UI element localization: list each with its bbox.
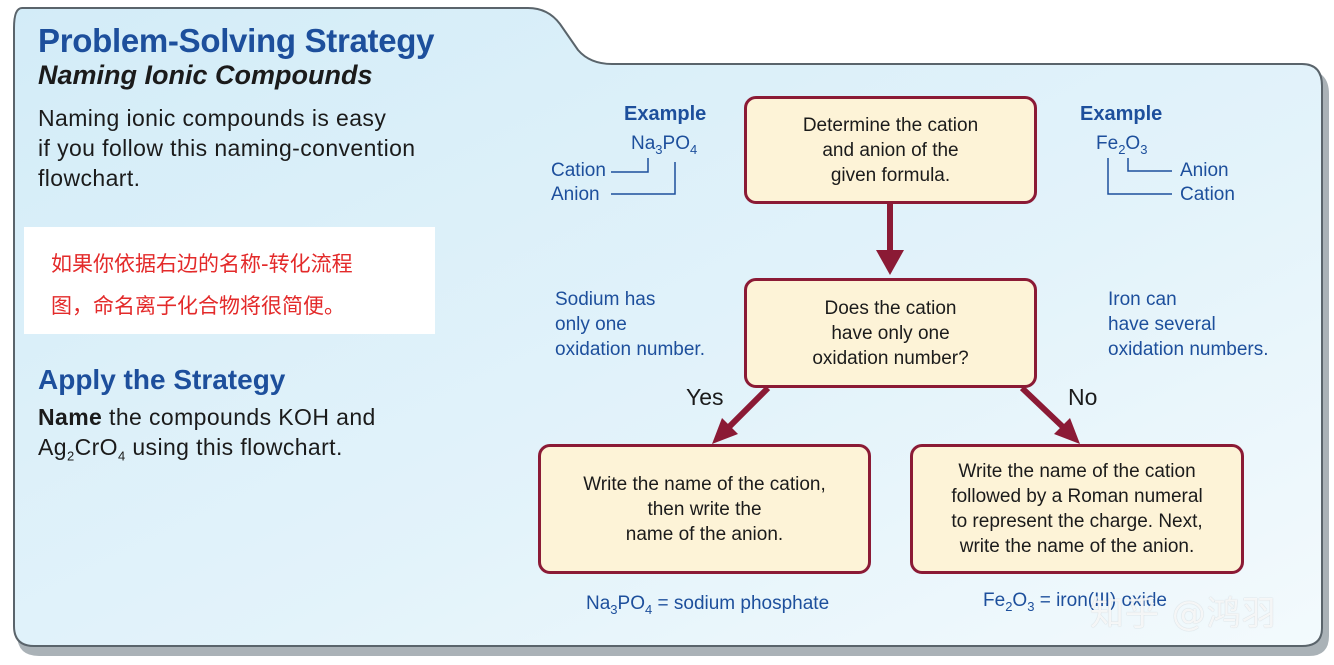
left-cation-bracket <box>611 158 649 173</box>
apply-sub: 4 <box>117 448 126 464</box>
box-line: Write the name of the cation, <box>583 473 826 495</box>
arrow-no <box>1019 385 1080 444</box>
right-example-formula: Fe2O3 <box>1096 133 1147 157</box>
box-line: to represent the charge. Next, <box>951 511 1203 532</box>
formula-part: = sodium phosphate <box>652 593 830 614</box>
apply-cro: CrO <box>74 434 118 460</box>
formula-part: Fe <box>1096 133 1119 154</box>
box-determine-cation-anion: Determine the cation and anion of the gi… <box>744 96 1037 204</box>
intro-text: Naming ionic compounds is easy if you fo… <box>38 103 415 193</box>
right-example-note: Iron can have several oxidation numbers. <box>1108 287 1269 362</box>
right-cation-label: Cation <box>1180 184 1235 205</box>
formula-part: Na <box>586 593 611 614</box>
note-line: only one <box>555 314 627 335</box>
note-line: oxidation numbers. <box>1108 339 1269 360</box>
formula-part: PO <box>617 593 645 614</box>
box-line: then write the <box>647 498 762 520</box>
formula-sub: 4 <box>689 141 698 157</box>
strategy-title: Problem-Solving Strategy <box>38 22 435 59</box>
right-cation-bracket <box>1107 158 1172 195</box>
formula-sub: 3 <box>655 141 663 157</box>
formula-part: = iron(III) oxide <box>1034 590 1167 611</box>
formula-part: PO <box>662 133 690 154</box>
left-example-result: Na3PO4 = sodium phosphate <box>586 593 829 617</box>
intro-line: Naming ionic compounds is easy <box>38 105 387 131</box>
box-line: oxidation number? <box>812 347 969 369</box>
apply-body: Name the compounds KOH and Ag2CrO4 using… <box>38 402 376 472</box>
apply-sub: 2 <box>66 448 75 464</box>
box-line: Determine the cation <box>802 114 979 136</box>
right-example-result: Fe2O3 = iron(III) oxide <box>983 590 1167 614</box>
box-no-result: Write the name of the cation followed by… <box>910 444 1244 574</box>
formula-sub: 4 <box>644 601 653 617</box>
formula-sub: 3 <box>1140 141 1148 157</box>
translation-note: 如果你依据右边的名称-转化流程 图，命名离子化合物将很简便。 <box>24 227 435 334</box>
intro-line: if you follow this naming-convention <box>38 135 416 161</box>
right-anion-label: Anion <box>1180 160 1229 181</box>
box-line: Write the name of the cation <box>958 461 1196 482</box>
box-line: given formula. <box>830 164 951 186</box>
formula-sub: 2 <box>1005 598 1013 614</box>
left-cation-label: Cation <box>551 160 606 181</box>
left-anion-label: Anion <box>551 184 600 205</box>
box-oxidation-question: Does the cation have only one oxidation … <box>744 278 1037 388</box>
formula-part: Na <box>631 133 656 154</box>
note-line: Sodium has <box>555 289 656 310</box>
apply-line2: using this flowchart. <box>125 434 343 460</box>
right-anion-bracket <box>1127 158 1172 172</box>
arrow-down <box>876 204 904 275</box>
note-line: 图，命名离子化合物将很简便。 <box>51 294 345 318</box>
left-example-label: Example <box>624 103 707 125</box>
box-line: write the name of the anion. <box>959 536 1195 557</box>
formula-sub: 3 <box>1027 598 1035 614</box>
right-example-label: Example <box>1080 103 1163 125</box>
watermark: 知乎 @鸿羽 <box>1090 594 1277 634</box>
apply-bold-word: Name <box>38 404 103 430</box>
no-label: No <box>1068 384 1098 410</box>
note-line: have several <box>1108 314 1216 335</box>
left-example-formula: Na3PO4 <box>631 133 697 157</box>
box-line: and anion of the <box>822 139 959 161</box>
formula-part: O <box>1012 590 1028 611</box>
formula-sub: 2 <box>1118 141 1126 157</box>
apply-title: Apply the Strategy <box>38 364 286 395</box>
intro-line: flowchart. <box>38 165 141 191</box>
formula-part: O <box>1125 133 1141 154</box>
formula-sub: 3 <box>610 601 618 617</box>
left-example-note: Sodium has only one oxidation number. <box>555 287 705 362</box>
note-line: 如果你依据右边的名称-转化流程 <box>51 252 353 276</box>
box-line: name of the anion. <box>625 523 784 545</box>
note-line: oxidation number. <box>555 339 705 360</box>
formula-part: Fe <box>983 590 1006 611</box>
box-yes-result: Write the name of the cation, then write… <box>538 444 871 574</box>
box-line: have only one <box>831 322 950 344</box>
note-line: Iron can <box>1108 289 1177 310</box>
box-line: Does the cation <box>824 297 957 319</box>
box-line: followed by a Roman numeral <box>951 486 1203 507</box>
yes-label: Yes <box>686 384 724 410</box>
strategy-subtitle: Naming Ionic Compounds <box>38 60 373 90</box>
apply-line1: the compounds KOH and <box>102 404 376 430</box>
apply-ag: Ag <box>38 434 67 460</box>
arrow-yes <box>712 385 771 444</box>
left-anion-bracket <box>611 162 676 195</box>
